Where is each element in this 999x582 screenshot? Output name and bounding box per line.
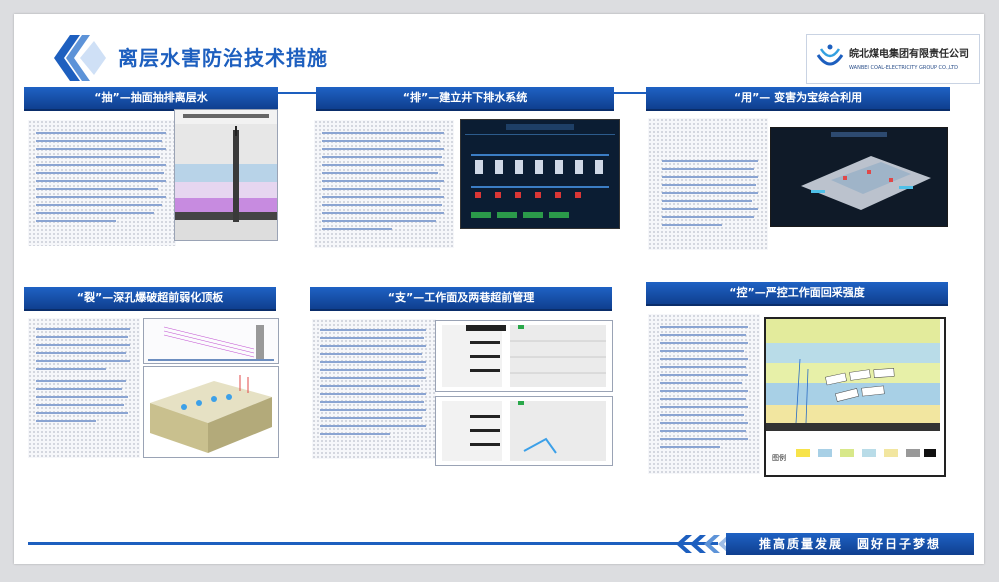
mining-intensity-model-image: 图例	[764, 317, 946, 477]
text-lines-placeholder	[36, 132, 166, 222]
support-diagram-bottom-image	[435, 396, 613, 466]
text-lines-placeholder	[320, 329, 426, 435]
utilization-3d-model-image	[770, 127, 948, 227]
section-text-kong	[648, 314, 760, 474]
section-text-chou	[28, 120, 176, 246]
text-lines-placeholder	[660, 326, 748, 448]
page-title: 离层水害防治技术措施	[118, 46, 328, 70]
chevron-logo-icon	[54, 35, 106, 81]
footer-slogan: 推高质量发展 圆好日子梦想	[726, 533, 974, 555]
text-lines-placeholder	[322, 132, 444, 230]
footer-line	[28, 542, 718, 545]
company-logo: 皖北煤电集团有限责任公司 WANBEI COAL-ELECTRICITY GRO…	[806, 34, 980, 84]
support-diagram-top-image	[435, 320, 613, 392]
section-heading-lie: “裂”—深孔爆破超前弱化顶板	[24, 287, 276, 311]
blasting-3d-image	[143, 366, 279, 458]
text-lines-placeholder	[36, 328, 130, 422]
blasting-profile-image	[143, 318, 279, 364]
slide: 离层水害防治技术措施 皖北煤电集团有限责任公司 WANBEI COAL-ELEC…	[14, 14, 984, 564]
drainage-control-screen-image	[460, 119, 620, 229]
section-heading-kong: “控”—严控工作面回采强度	[646, 282, 948, 306]
section-heading-chou: “抽”—抽面抽排离层水	[24, 87, 278, 111]
section-heading-yong: “用”— 变害为宝综合利用	[646, 87, 950, 111]
legend-label: 图例	[772, 453, 786, 462]
section-text-pai	[314, 120, 454, 248]
section-text-lie	[28, 318, 140, 458]
company-name-en: WANBEI COAL-ELECTRICITY GROUP CO.,LTD	[849, 65, 958, 71]
section-text-yong	[648, 118, 768, 250]
section-heading-pai: “排”—建立井下排水系统	[316, 87, 614, 111]
company-name-cn: 皖北煤电集团有限责任公司	[849, 49, 969, 60]
section-heading-zhi: “支”—工作面及两巷超前管理	[310, 287, 612, 311]
footer-chevrons-icon	[676, 535, 732, 553]
company-emblem-icon	[816, 44, 844, 66]
text-lines-placeholder	[662, 160, 758, 226]
strata-diagram-image	[174, 109, 278, 241]
section-text-zhi	[312, 319, 436, 459]
